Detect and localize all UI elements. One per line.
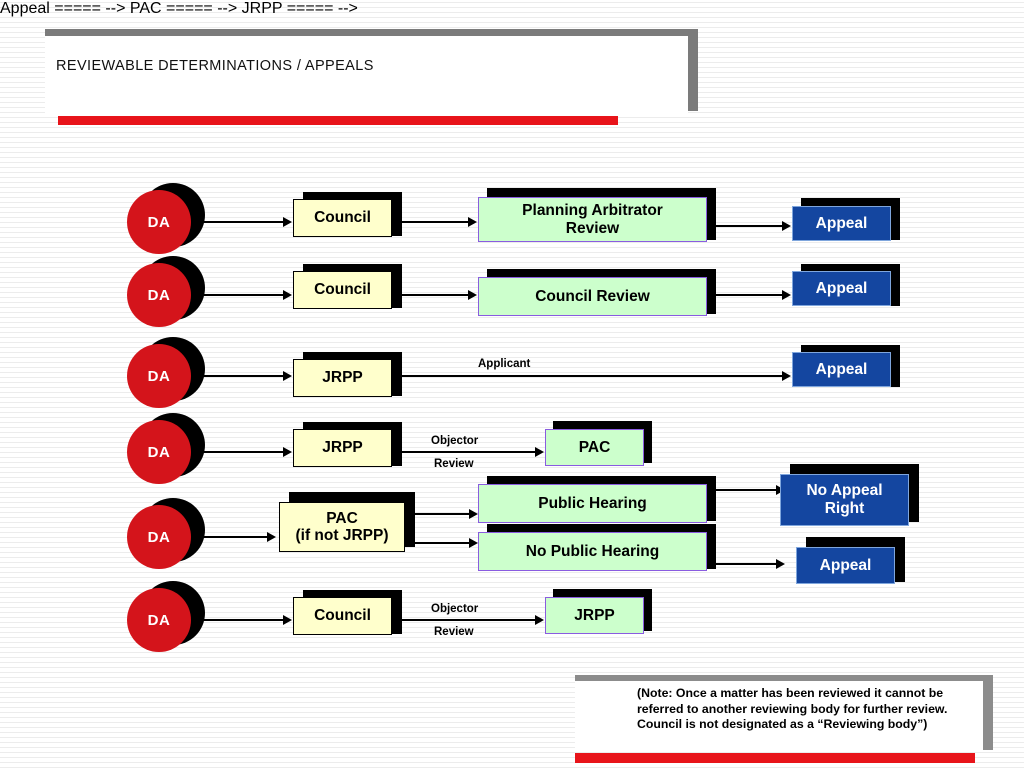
arrowhead: [782, 220, 791, 231]
node-appeal-row1[interactable]: Appeal: [792, 206, 891, 241]
edge-council-to-par-row1: [392, 221, 470, 224]
node-jrpp-row4[interactable]: JRPP: [293, 429, 392, 467]
note-gray-right-border: [983, 675, 993, 750]
node-da-row6[interactable]: DA: [127, 588, 191, 652]
node-council-row6[interactable]: Council: [293, 597, 392, 635]
edge-jrpp-to-appeal-row3: [400, 375, 784, 378]
edge-review-to-appeal-row2: [716, 294, 784, 297]
node-no-public-hearing[interactable]: No Public Hearing: [478, 532, 707, 571]
node-label-line1: PAC: [326, 509, 358, 527]
edge-council-to-jrpp-row6: [400, 619, 538, 622]
edge-pac-to-no-public-hearing: [405, 542, 471, 545]
node-da-row2[interactable]: DA: [127, 263, 191, 327]
node-pac-row4[interactable]: PAC: [545, 429, 644, 466]
node-public-hearing[interactable]: Public Hearing: [478, 484, 707, 523]
arrowhead: [469, 508, 478, 519]
edge-label-applicant: Applicant: [478, 358, 531, 370]
edge-jrpp-to-pac-row4: [400, 451, 538, 454]
edge-pac-to-public-hearing: [405, 513, 471, 516]
arrowhead: [283, 370, 292, 381]
node-label-line2: Review: [565, 219, 620, 237]
arrowhead: [468, 216, 477, 227]
node-appeal-row3[interactable]: Appeal: [792, 352, 891, 387]
edge-da-to-council-row6: [191, 619, 285, 622]
header-panel: [45, 36, 688, 114]
node-appeal-row5[interactable]: Appeal: [796, 547, 895, 584]
node-da-row4[interactable]: DA: [127, 420, 191, 484]
arrowhead: [535, 614, 544, 625]
header-red-underline: [58, 116, 618, 125]
arrowhead: [283, 216, 292, 227]
edge-da-to-pac-row5: [191, 536, 269, 539]
edge-no-public-hearing-to-appeal: [716, 563, 778, 566]
note-panel: [575, 681, 983, 750]
note-red-bar: [575, 753, 975, 763]
node-pac-if-not-jrpp[interactable]: PAC (if not JRPP): [279, 502, 405, 552]
edge-public-hearing-to-no-appeal-right: [716, 489, 778, 492]
header-gray-right-border: [687, 29, 698, 111]
node-council-review[interactable]: Council Review: [478, 277, 707, 316]
node-label-line2: (if not JRPP): [295, 527, 389, 544]
header-gray-top-border: [45, 29, 698, 38]
arrowhead: [283, 614, 292, 625]
edge-label-objector-row6: Objector: [431, 603, 479, 615]
node-label-line2: Right: [824, 500, 865, 517]
edge-da-to-jrpp-row3: [191, 375, 285, 378]
edge-council-to-review-row2: [392, 294, 470, 297]
arrowhead: [283, 446, 292, 457]
arrowhead: [469, 537, 478, 548]
node-council-row2[interactable]: Council: [293, 271, 392, 309]
node-da-row3[interactable]: DA: [127, 344, 191, 408]
page-title: REVIEWABLE DETERMINATIONS / APPEALS: [56, 58, 374, 74]
edge-label-review-row4: Review: [434, 458, 474, 470]
node-da-row1[interactable]: DA: [127, 190, 191, 254]
note-gray-top-border: [575, 675, 993, 683]
edge-label-objector-row4: Objector: [431, 435, 479, 447]
node-label-line1: Planning Arbitrator: [522, 201, 663, 219]
edge-da-to-council-row1: [191, 221, 285, 224]
node-da-row5[interactable]: DA: [127, 505, 191, 569]
node-jrpp-row6[interactable]: JRPP: [545, 597, 644, 634]
node-no-appeal-right[interactable]: No Appeal Right: [780, 474, 909, 526]
node-appeal-row2[interactable]: Appeal: [792, 271, 891, 306]
edge-label-review-row6: Review: [434, 626, 474, 638]
arrowhead: [283, 289, 292, 300]
arrowhead: [535, 446, 544, 457]
note-text: (Note: Once a matter has been reviewed i…: [637, 686, 948, 732]
node-jrpp-row3[interactable]: JRPP: [293, 359, 392, 397]
edge-da-to-council-row2: [191, 294, 285, 297]
arrowhead: [267, 531, 276, 542]
arrowhead: [776, 558, 785, 569]
edge-par-to-appeal-row1: [716, 225, 784, 228]
arrowhead: [782, 370, 791, 381]
node-label-line1: No Appeal: [806, 482, 883, 500]
node-council-row1[interactable]: Council: [293, 199, 392, 237]
node-planning-arbitrator-review[interactable]: Planning Arbitrator Review: [478, 197, 707, 242]
edge-da-to-jrpp-row4: [191, 451, 285, 454]
arrowhead: [468, 289, 477, 300]
arrowhead: [782, 289, 791, 300]
